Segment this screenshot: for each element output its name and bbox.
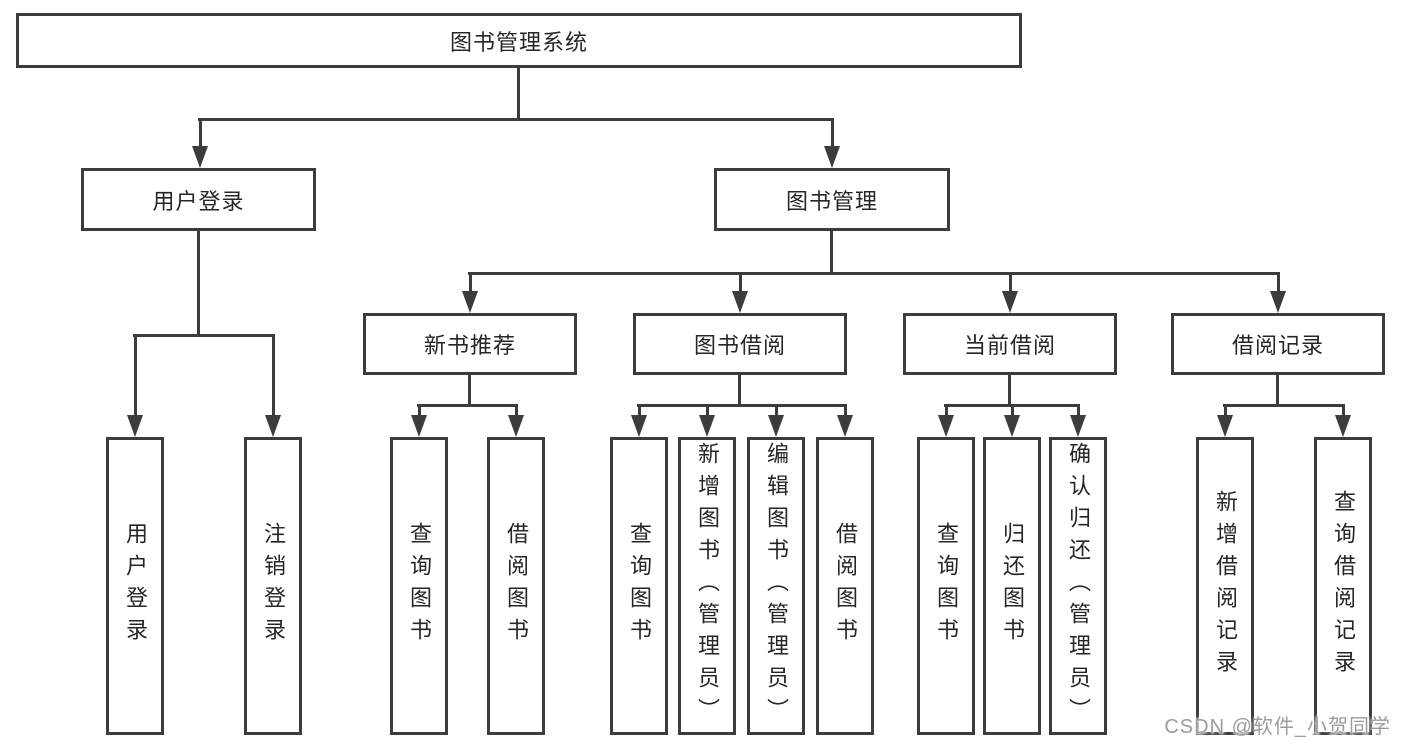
connector-arrow-shaft xyxy=(831,118,834,148)
connector-line xyxy=(197,231,200,336)
leaf-edit-books-admin: 编辑图书（管理员） xyxy=(747,437,805,735)
leaf-add-books-admin: 新增图书（管理员） xyxy=(678,437,736,735)
connector-arrow-shaft xyxy=(1277,272,1280,293)
connector-arrow-shaft xyxy=(515,404,518,417)
connector-line xyxy=(637,404,847,407)
watermark: CSDN @软件_小贺同学 xyxy=(1164,716,1391,738)
arrow-down-icon xyxy=(411,415,427,437)
arrow-down-icon xyxy=(699,415,715,437)
arrow-down-icon xyxy=(824,146,840,168)
connector-arrow-shaft xyxy=(199,118,202,148)
arrow-down-icon xyxy=(1004,415,1020,437)
node-borrowing-records: 借阅记录 xyxy=(1171,313,1385,375)
leaf-logout: 注销登录 xyxy=(244,437,302,735)
leaf-user-login: 用户登录 xyxy=(106,437,164,735)
connector-line xyxy=(1276,375,1279,407)
connector-line xyxy=(133,334,275,337)
connector-arrow-shaft xyxy=(1342,404,1345,417)
connector-line xyxy=(738,375,741,407)
connector-arrow-shaft xyxy=(1009,272,1012,293)
leaf-query-books-recommend: 查询图书 xyxy=(390,437,448,735)
node-new-book-recommend: 新书推荐 xyxy=(363,313,577,375)
arrow-down-icon xyxy=(938,415,954,437)
arrow-down-icon xyxy=(1070,415,1086,437)
leaf-borrow-books-recommend: 借阅图书 xyxy=(487,437,545,735)
connector-line xyxy=(1223,404,1345,407)
leaf-confirm-return-admin: 确认归还（管理员） xyxy=(1049,437,1107,735)
node-book-management: 图书管理 xyxy=(714,168,950,231)
leaf-query-books-borrowing: 查询图书 xyxy=(610,437,668,735)
arrow-down-icon xyxy=(732,291,748,313)
arrow-down-icon xyxy=(837,415,853,437)
connector-arrow-shaft xyxy=(638,404,641,417)
connector-arrow-shaft xyxy=(706,404,709,417)
leaf-query-books-current: 查询图书 xyxy=(917,437,975,735)
arrow-down-icon xyxy=(508,415,524,437)
leaf-add-borrow-record: 新增借阅记录 xyxy=(1196,437,1254,735)
arrow-down-icon xyxy=(1270,291,1286,313)
arrow-down-icon xyxy=(192,146,208,168)
connector-arrow-shaft xyxy=(844,404,847,417)
leaf-borrow-books-borrowing: 借阅图书 xyxy=(816,437,874,735)
connector-arrow-shaft xyxy=(418,404,421,417)
node-book-borrowing: 图书借阅 xyxy=(633,313,847,375)
connector-arrow-shaft xyxy=(1011,404,1014,417)
connector-arrow-shaft xyxy=(272,334,275,417)
arrow-down-icon xyxy=(768,415,784,437)
connector-arrow-shaft xyxy=(739,272,742,293)
arrow-down-icon xyxy=(631,415,647,437)
connector-arrow-shaft xyxy=(134,334,137,417)
arrow-down-icon xyxy=(265,415,281,437)
node-user-login: 用户登录 xyxy=(81,168,316,231)
connector-arrow-shaft xyxy=(1077,404,1080,417)
connector-line xyxy=(517,68,520,119)
arrow-down-icon xyxy=(462,291,478,313)
node-current-borrowing: 当前借阅 xyxy=(903,313,1117,375)
node-root-system: 图书管理系统 xyxy=(16,13,1022,68)
arrow-down-icon xyxy=(1002,291,1018,313)
arrow-down-icon xyxy=(127,415,143,437)
arrow-down-icon xyxy=(1217,415,1233,437)
arrow-down-icon xyxy=(1335,415,1351,437)
connector-arrow-shaft xyxy=(775,404,778,417)
connector-line xyxy=(830,231,833,274)
connector-line xyxy=(468,272,1280,275)
connector-arrow-shaft xyxy=(945,404,948,417)
connector-line xyxy=(468,375,471,407)
connector-arrow-shaft xyxy=(469,272,472,293)
connector-line xyxy=(198,118,834,121)
leaf-query-borrow-record: 查询借阅记录 xyxy=(1314,437,1372,735)
connector-arrow-shaft xyxy=(1224,404,1227,417)
connector-line xyxy=(1008,375,1011,407)
leaf-return-books: 归还图书 xyxy=(983,437,1041,735)
connector-line xyxy=(417,404,518,407)
